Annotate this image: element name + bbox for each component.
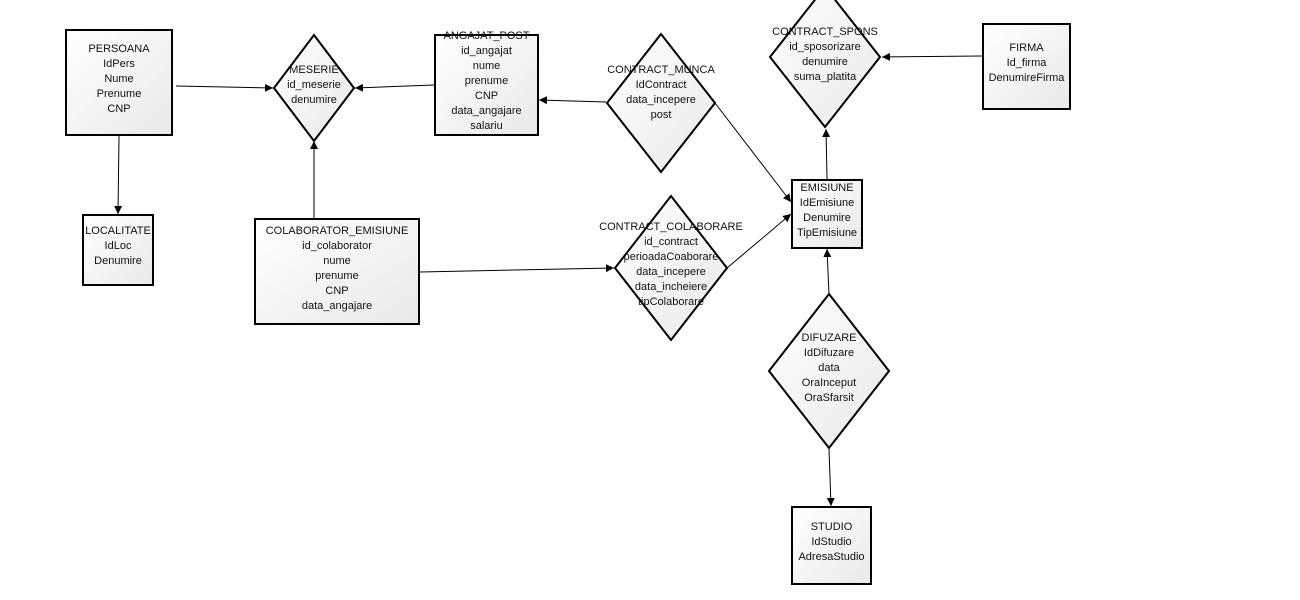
- connector-angajat-post-to-meserie[interactable]: [354, 83, 435, 92]
- relationship-contract-spons-attribute: suma_platita: [794, 71, 857, 83]
- relationship-meserie-title: MESERIE: [289, 64, 339, 76]
- relationship-contract-colaborare-attribute: data_incheiere: [635, 281, 707, 293]
- relationship-difuzare-attribute: data: [818, 362, 840, 374]
- shapes-layer: PERSOANAIdPersNumePrenumeCNPLOCALITATEId…: [65, 0, 1071, 585]
- relationship-contract-spons-title: CONTRACT_SPONS: [772, 26, 878, 38]
- entity-colaborator-emisiune-attribute: nume: [323, 255, 351, 267]
- entity-angajat-post-attribute: CNP: [475, 90, 498, 102]
- relationship-contract-munca-attribute: IdContract: [636, 79, 687, 91]
- relationship-contract-munca-title: CONTRACT_MUNCA: [607, 64, 715, 76]
- entity-emisiune-attribute: TipEmisiune: [797, 227, 857, 239]
- connector-colaborator-emisiune-to-contract-colaborare[interactable]: [419, 264, 615, 273]
- relationship-difuzare-diamond[interactable]: [767, 292, 891, 450]
- connectors-layer: [114, 52, 983, 507]
- relationship-contract-spons-attribute: denumire: [802, 56, 848, 68]
- relationship-meserie-attribute: id_meserie: [287, 79, 341, 91]
- entity-colaborator-emisiune-attribute: data_angajare: [302, 300, 372, 312]
- relationship-contract-colaborare-attribute: data_incepere: [636, 266, 706, 278]
- entity-angajat-post-title: ANGAJAT_POST: [444, 30, 530, 42]
- connector-difuzare-to-studio[interactable]: [826, 448, 835, 507]
- relationship-difuzare-attribute: OraSfarsit: [804, 392, 854, 404]
- relationship-difuzare-attribute: OraInceput: [802, 377, 856, 389]
- relationship-contract-munca-attribute: post: [651, 109, 672, 121]
- connector-contract-colaborare-to-emisiune[interactable]: [726, 213, 792, 269]
- entity-angajat-post-box[interactable]: [434, 34, 539, 136]
- entity-colaborator-emisiune-box[interactable]: [254, 218, 420, 325]
- relationship-meserie-attribute: denumire: [291, 94, 337, 106]
- entity-persoana-attribute: Nume: [104, 73, 133, 85]
- relationship-meserie-diamond[interactable]: [272, 33, 356, 143]
- entity-colaborator-emisiune-attribute: CNP: [325, 285, 348, 297]
- entity-persoana-attribute: Prenume: [97, 88, 142, 100]
- connector-emisiune-to-contract-spons[interactable]: [822, 128, 831, 180]
- entity-angajat-post-attribute: data_angajare: [451, 105, 521, 117]
- entity-persoana-box[interactable]: [65, 29, 173, 136]
- connector-persoana-to-localitate[interactable]: [114, 135, 123, 215]
- relationship-contract-colaborare-title: CONTRACT_COLABORARE: [599, 221, 743, 233]
- entity-localitate-attribute: Denumire: [94, 255, 142, 267]
- entity-emisiune-attribute: IdEmisiune: [800, 197, 854, 209]
- relationship-contract-munca-attribute: data_incepere: [626, 94, 696, 106]
- connector-contract-munca-to-emisiune[interactable]: [714, 102, 792, 203]
- relationship-contract-munca-diamond[interactable]: [605, 32, 717, 174]
- connector-difuzare-to-emisiune[interactable]: [823, 248, 832, 295]
- entity-emisiune-title: EMISIUNE: [800, 182, 853, 194]
- entity-persoana-attribute: CNP: [107, 103, 130, 115]
- entity-studio-attribute: AdresaStudio: [798, 551, 864, 563]
- relationship-contract-spons-diamond[interactable]: [768, 0, 882, 129]
- entity-localitate-attribute: IdLoc: [105, 240, 132, 252]
- relationship-contract-colaborare-attribute: id_contract: [644, 236, 698, 248]
- entity-studio-title: STUDIO: [811, 521, 853, 533]
- entity-colaborator-emisiune-attribute: id_colaborator: [302, 240, 372, 252]
- relationship-contract-colaborare-attribute: tipColaborare: [638, 296, 704, 308]
- relationship-contract-munca[interactable]: CONTRACT_MUNCA IdContract data_inceperepos…: [605, 32, 717, 174]
- connector-firma-to-contract-spons[interactable]: [881, 52, 983, 61]
- entity-angajat-post-attribute: nume: [473, 60, 501, 72]
- entity-angajat-post-attribute: prenume: [465, 75, 508, 87]
- entity-emisiune-attribute: Denumire: [803, 212, 851, 224]
- relationship-difuzare[interactable]: DIFUZARE IdDifuzare dataOraInceputOraSfars…: [767, 292, 891, 450]
- entity-angajat-post-attribute: id_angajat: [461, 45, 512, 57]
- relationship-contract-colaborare-diamond[interactable]: [613, 194, 729, 342]
- relationship-contract-colaborare[interactable]: CONTRACT_COLABORARE id_contract perioadaCo…: [599, 194, 743, 342]
- entity-persoana-title: PERSOANA: [88, 43, 150, 55]
- entity-angajat-post-attribute: salariu: [470, 120, 502, 132]
- connector-contract-munca-to-angajat-post[interactable]: [538, 96, 607, 105]
- relationship-difuzare-title: DIFUZARE: [802, 332, 857, 344]
- relationship-contract-spons-attribute: id_sposorizare: [789, 41, 861, 53]
- relationship-contract-spons[interactable]: CONTRACT_SPONS id_sposorizare denumire suma…: [768, 0, 882, 129]
- entity-studio-box[interactable]: [791, 506, 872, 585]
- entity-colaborator-emisiune-title: COLABORATOR_EMISIUNE: [266, 225, 409, 237]
- entity-localitate-box[interactable]: [82, 214, 154, 286]
- entity-emisiune-box[interactable]: [791, 179, 863, 249]
- relationship-contract-colaborare-attribute: perioadaCoaborare: [624, 251, 719, 263]
- entity-firma-title: FIRMA: [1009, 42, 1044, 54]
- entity-firma-attribute: DenumireFirma: [989, 72, 1066, 84]
- relationship-difuzare-attribute: IdDifuzare: [804, 347, 854, 359]
- entity-firma-box[interactable]: [982, 23, 1071, 110]
- entity-localitate-title: LOCALITATE: [85, 225, 151, 237]
- entity-persoana-attribute: IdPers: [103, 58, 135, 70]
- entity-colaborator-emisiune-attribute: prenume: [315, 270, 358, 282]
- entity-firma-attribute: Id_firma: [1007, 57, 1048, 69]
- connector-persoana-to-meserie[interactable]: [175, 83, 274, 92]
- entity-studio-attribute: IdStudio: [811, 536, 851, 548]
- relationship-meserie[interactable]: MESERIE id_meserie denumire: [272, 33, 356, 143]
